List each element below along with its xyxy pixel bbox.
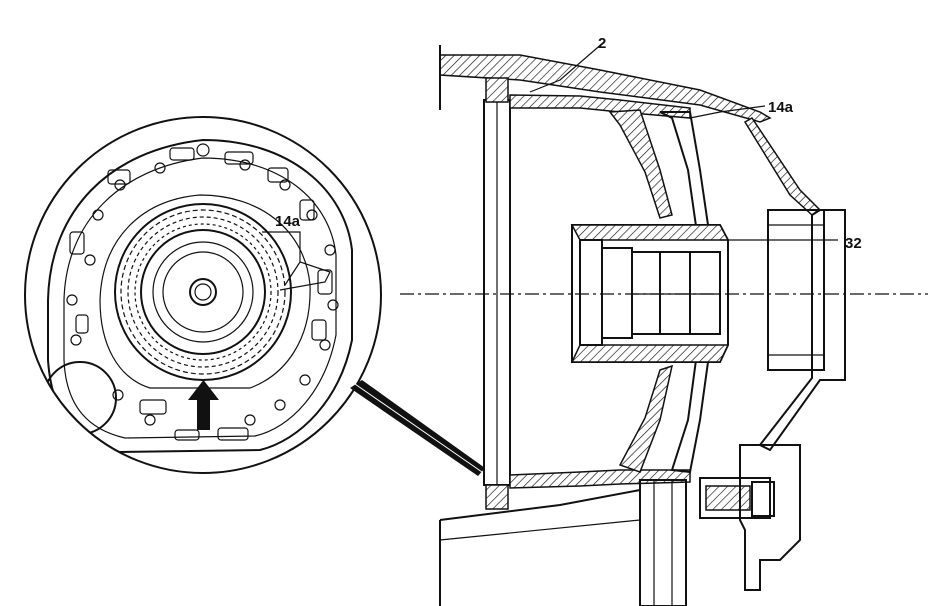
label-clutch-inset: 14a <box>275 213 301 230</box>
detail-inset: 14a <box>24 116 382 474</box>
arrow-up-icon <box>188 380 219 430</box>
hub-wall-upper <box>608 109 673 219</box>
label-housing: 2 <box>598 35 606 52</box>
lower-shaft <box>439 444 801 606</box>
inset-cutouts <box>69 147 333 441</box>
inset-clutch-pack <box>114 203 292 381</box>
inset-bolt-holes <box>66 143 339 426</box>
label-part-32: 32 <box>845 235 862 252</box>
leader-clutch <box>689 105 766 119</box>
leader-housing <box>529 41 605 93</box>
main-cross-section: 2 14a 32 <box>400 35 928 606</box>
hub-wall-lower <box>618 364 674 473</box>
output-flange <box>767 209 825 371</box>
detail-connector <box>350 380 485 476</box>
central-hub <box>570 224 730 363</box>
label-clutch-right: 14a <box>768 99 794 116</box>
clutch-drum <box>483 77 691 510</box>
